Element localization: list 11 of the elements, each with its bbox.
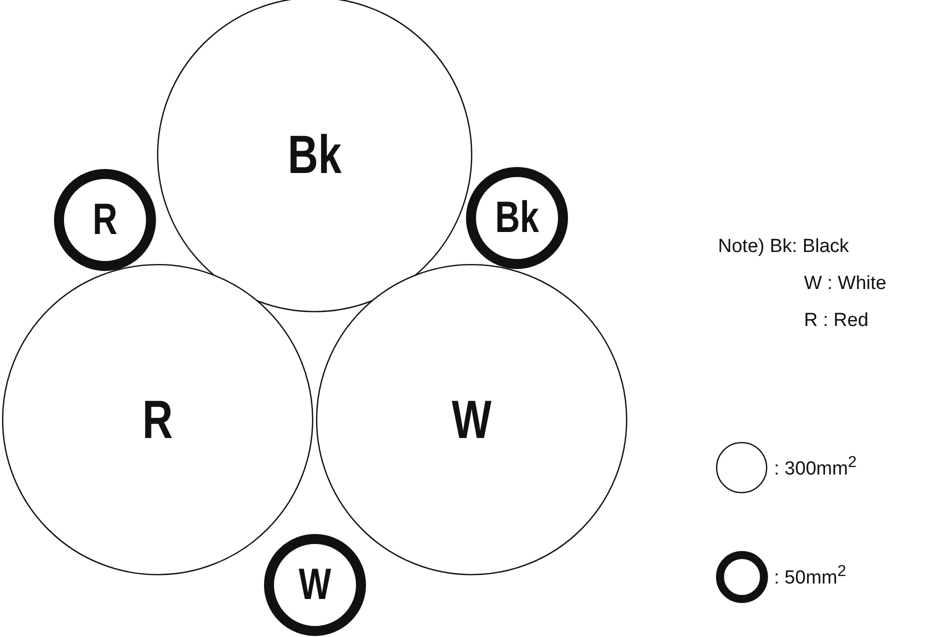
legend-label: : 50mm$^{2}$ <box>774 563 846 590</box>
core-label: W <box>450 388 493 452</box>
note-text: R : Red <box>804 310 868 332</box>
core-label: Bk <box>494 192 540 244</box>
note-text: Note) Bk: Black <box>718 236 849 258</box>
note-text: W : White <box>804 273 886 295</box>
core-label: Bk <box>287 124 343 187</box>
core-label: R <box>142 388 174 452</box>
core-label: R <box>92 194 118 246</box>
core-label: W <box>298 558 332 611</box>
legend-label: : 300mm$^{2}$ <box>774 454 857 480</box>
